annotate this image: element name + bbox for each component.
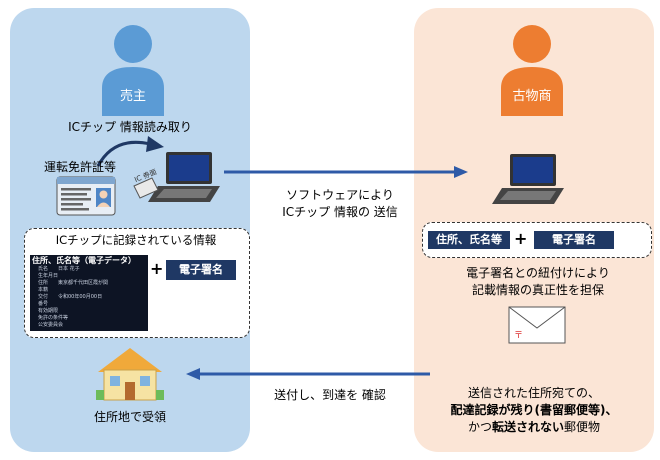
chip-data-label: 住所、氏名等（電子データ） — [32, 256, 136, 265]
card-data-row: 交付 令和00年00月00日 — [38, 294, 103, 300]
license-label: 運転免許証等 — [44, 160, 117, 174]
plus-sign: + — [150, 259, 164, 278]
mail-text-2: 配達記録が残り(書留郵便等)、 — [450, 403, 618, 417]
seller-label: 売主 — [119, 89, 146, 104]
read-arrow-icon — [96, 136, 164, 167]
transfer-line1: ソフトウェアにより — [286, 188, 394, 202]
card-data-rows: 氏名 日本 花子生年月日住所 東京都千代田区霞が関本籍交付 令和00年00月00… — [30, 266, 148, 329]
card-data-row: 本籍 — [38, 287, 49, 293]
house-icon — [96, 348, 164, 401]
card-data-row: 住所 東京都千代田区霞が関 — [38, 280, 109, 286]
buyer-signature-box: 電子署名 — [534, 231, 614, 249]
receive-label: 住所地で受領 — [93, 410, 166, 424]
mail-text-3-prefix: かつ — [467, 420, 492, 434]
card-data-row: 氏名 日本 花子 — [38, 266, 80, 272]
card-data-row: 生年月日 — [38, 273, 59, 279]
buyer-plus-sign: + — [514, 229, 528, 248]
verify-line1: 電子署名との紐付けにより — [466, 266, 610, 280]
ic-read-caption: ICチップ 情報読み取り — [68, 120, 192, 134]
verify-line2: 記載情報の真正性を担保 — [471, 283, 604, 297]
chip-signature-box: 電子署名 — [166, 260, 236, 280]
license-card-icon — [56, 176, 116, 216]
svg-text:〒: 〒 — [514, 331, 523, 341]
return-label: 送付し、到達を 確認 — [274, 388, 386, 402]
buyer-person-icon — [501, 25, 563, 116]
buyer-data-label: 住所、氏名等 — [428, 231, 510, 249]
seller-person-icon — [102, 25, 164, 116]
card-data-row: 番号 — [38, 301, 49, 307]
buyer-label: 古物商 — [512, 89, 552, 104]
transfer-arrow-icon — [224, 166, 468, 178]
mail-text-3-bold: 転送されない — [491, 420, 564, 434]
envelope-icon: 〒 — [508, 306, 566, 344]
reader-laptop-icon — [133, 152, 220, 202]
card-data-row: 免許の条件等 — [38, 315, 69, 321]
mail-text-1: 送信された住所宛ての、 — [467, 386, 600, 400]
card-data-row: 公安委員会 — [38, 322, 64, 328]
chip-info-title: ICチップに記録されている情報 — [55, 233, 217, 247]
chip-data-screen: 住所、氏名等（電子データ） 氏名 日本 花子生年月日住所 東京都千代田区霞が関本… — [30, 255, 148, 331]
mail-text-3-suffix: 郵便物 — [564, 420, 601, 434]
buyer-laptop-icon — [492, 154, 564, 204]
transfer-line2: ICチップ 情報の 送信 — [282, 205, 398, 219]
card-data-row: 有効期限 — [38, 308, 59, 314]
return-arrow-icon — [186, 368, 430, 380]
mail-text-3: かつ転送されない郵便物 — [420, 418, 648, 435]
